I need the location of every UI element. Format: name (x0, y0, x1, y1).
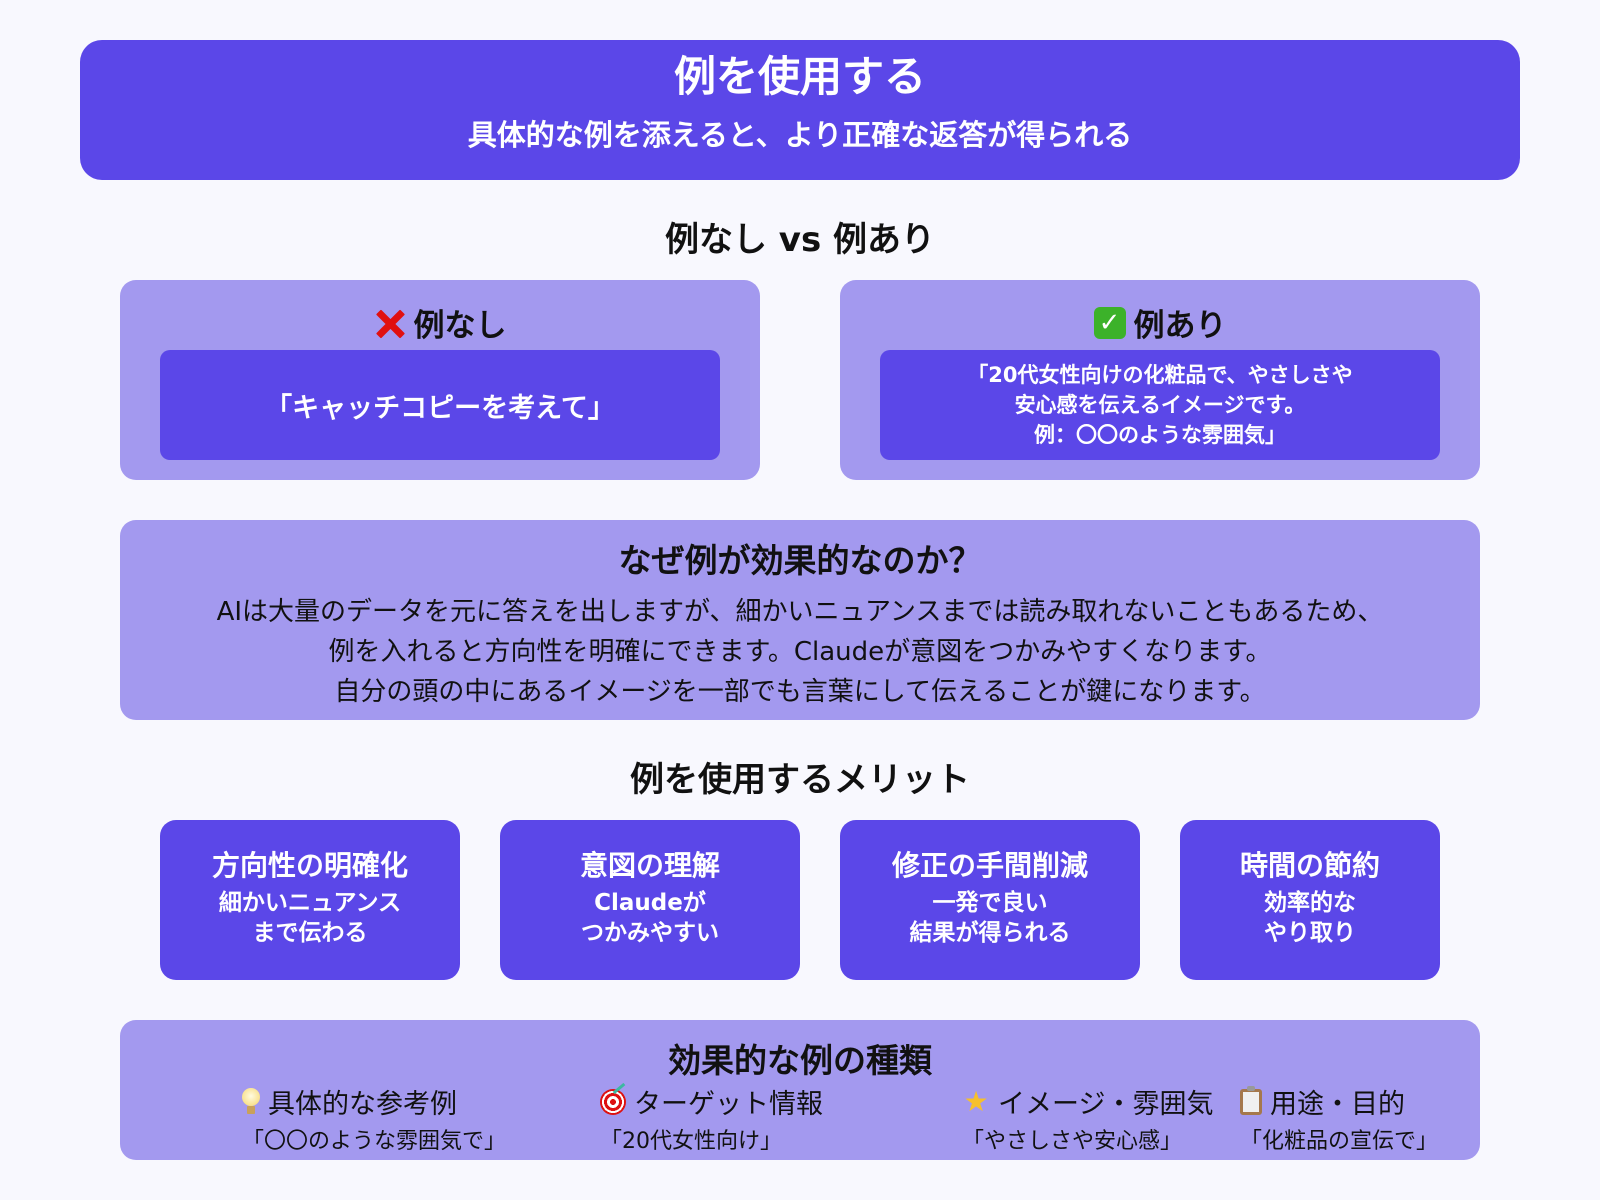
merit-card: 時間の節約 効率的な やり取り (1180, 820, 1440, 980)
example-type-label-row: 具体的な参考例 (242, 1082, 506, 1121)
merit-desc-line: 効率的な (1264, 890, 1356, 916)
why-effective-body: AIは大量のデータを元に答えを出しますが、細かいニュアンスまでは読み取れないこと… (120, 592, 1480, 712)
without-example-prompt: 「キャッチコピーを考えて」 (265, 392, 615, 424)
comparison-section-title: 例なし vs 例あり (664, 220, 936, 260)
example-type-label: イメージ・雰囲気 (998, 1089, 1214, 1120)
merit-title: 方向性の明確化 (211, 849, 408, 882)
example-type-example: 「20代女性向け」 (600, 1129, 782, 1154)
merit-desc-line: 結果が得られる (909, 920, 1071, 946)
merit-desc: 細かいニュアンス まで伝わる (160, 888, 460, 948)
with-example-prompt-box: 「20代女性向けの化粧品で、やさしさや 安心感を伝えるイメージです。 例：〇〇の… (880, 350, 1440, 460)
merit-desc-line: 細かいニュアンス (218, 890, 402, 916)
merit-card: 方向性の明確化 細かいニュアンス まで伝わる (160, 820, 460, 980)
why-line: 例を入れると方向性を明確にできます。Claudeが意図をつかみやすくなります。 (328, 637, 1272, 667)
sparkle-star-icon: ★ (963, 1084, 989, 1118)
example-type-item: ★ イメージ・雰囲気 「やさしさや安心感」 (962, 1082, 1213, 1155)
header-banner: 例を使用する 具体的な例を添えると、より正確な返答が得られる (80, 40, 1520, 180)
merit-desc-line: 一発で良い (932, 890, 1048, 916)
without-example-prompt-box: 「キャッチコピーを考えて」 (160, 350, 720, 460)
example-type-example: 「〇〇のような雰囲気で」 (242, 1129, 507, 1154)
merit-title: 時間の節約 (1239, 849, 1380, 882)
page-subtitle: 具体的な例を添えると、より正確な返答が得られる (467, 118, 1133, 152)
merit-desc: 一発で良い 結果が得られる (840, 888, 1140, 948)
without-example-label: 例なし (413, 308, 507, 344)
example-type-item: 用途・目的 「化粧品の宣伝で」 (1240, 1082, 1438, 1155)
target-icon (600, 1088, 626, 1115)
with-example-prompt-line: 例：〇〇のような雰囲気」 (1034, 423, 1286, 447)
why-line: AIは大量のデータを元に答えを出しますが、細かいニュアンスまでは読み取れないこと… (216, 597, 1384, 627)
check-mark-icon: ✓ (1093, 306, 1126, 339)
with-example-prompt-line: 安心感を伝えるイメージです。 (1014, 393, 1306, 417)
without-example-header: 例なし (120, 300, 760, 345)
merit-desc-line: つかみやすい (581, 920, 719, 946)
why-effective-title: なぜ例が効果的なのか？ (618, 541, 982, 580)
merits-section-title: 例を使用するメリット (630, 760, 970, 800)
example-type-example: 「やさしさや安心感」 (962, 1129, 1183, 1154)
example-type-item: 具体的な参考例 「〇〇のような雰囲気で」 (242, 1082, 506, 1155)
merit-desc: Claudeが つかみやすい (500, 888, 800, 948)
with-example-header: ✓ 例あり (840, 300, 1480, 345)
why-effective-panel: なぜ例が効果的なのか？ AIは大量のデータを元に答えを出しますが、細かいニュアン… (120, 520, 1480, 720)
merit-card: 意図の理解 Claudeが つかみやすい (500, 820, 800, 980)
example-type-label: 具体的な参考例 (268, 1089, 457, 1120)
example-types-panel: 効果的な例の種類 具体的な参考例 「〇〇のような雰囲気で」 ターゲット情報 「2… (120, 1020, 1480, 1160)
example-type-label: 用途・目的 (1270, 1089, 1405, 1120)
example-type-label-row: ★ イメージ・雰囲気 (962, 1082, 1213, 1121)
example-type-label-row: 用途・目的 (1240, 1082, 1438, 1121)
example-type-example: 「化粧品の宣伝で」 (1240, 1129, 1439, 1154)
with-example-label: 例あり (1133, 308, 1227, 344)
example-type-label: ターゲット情報 (634, 1089, 823, 1120)
example-types-title: 効果的な例の種類 (668, 1041, 932, 1080)
with-example-panel: ✓ 例あり 「20代女性向けの化粧品で、やさしさや 安心感を伝えるイメージです。… (840, 280, 1480, 480)
merit-desc: 効率的な やり取り (1180, 888, 1440, 948)
clipboard-icon (1240, 1085, 1262, 1115)
merit-title: 修正の手間削減 (891, 849, 1088, 882)
merit-desc-line: やり取り (1264, 920, 1356, 946)
page-title: 例を使用する (673, 52, 926, 101)
cross-mark-icon (374, 307, 406, 339)
merit-card: 修正の手間削減 一発で良い 結果が得られる (840, 820, 1140, 980)
light-bulb-icon (242, 1087, 260, 1116)
why-line: 自分の頭の中にあるイメージを一部でも言葉にして伝えることが鍵になります。 (334, 677, 1266, 707)
with-example-prompt-line: 「20代女性向けの化粧品で、やさしさや (967, 363, 1353, 387)
example-type-label-row: ターゲット情報 (600, 1082, 823, 1121)
merit-desc-line: まで伝わる (252, 920, 368, 946)
example-type-item: ターゲット情報 「20代女性向け」 (600, 1082, 823, 1155)
merit-title: 意図の理解 (579, 849, 720, 882)
without-example-panel: 例なし 「キャッチコピーを考えて」 (120, 280, 760, 480)
merit-desc-line: Claudeが (594, 890, 706, 916)
